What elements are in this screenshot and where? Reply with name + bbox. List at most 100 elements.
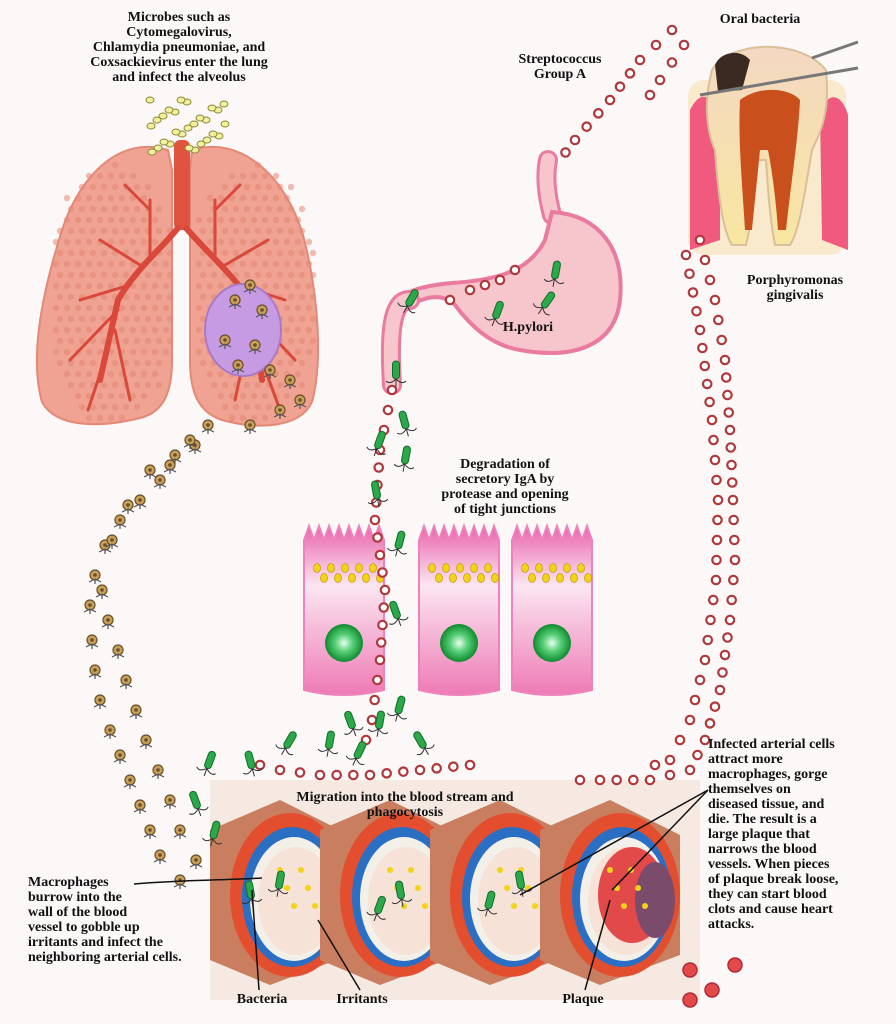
- degradation-label: Degradation of secretory IgA by protease…: [441, 457, 569, 517]
- bacterium-bead: [680, 249, 692, 261]
- bacterium-bead: [666, 57, 678, 68]
- infected-leader-1: [519, 789, 709, 896]
- plaque-fragment: [682, 992, 698, 1008]
- virus-particle: [85, 634, 99, 649]
- cell-nucleus: [325, 624, 363, 662]
- inhaled-microbe: [176, 96, 186, 104]
- microbes-label: Microbes such as Cytomegalovirus, Chlamy…: [90, 10, 268, 85]
- bacterium-bead: [377, 567, 388, 578]
- bacterium-bead: [704, 396, 715, 408]
- virus-particle: [121, 499, 135, 514]
- blood-vessel-series: [210, 780, 743, 1008]
- virus-particle: [263, 364, 277, 379]
- bacterium-bead: [707, 594, 719, 606]
- lung-texture: [52, 161, 317, 422]
- bacterium-bead: [644, 89, 656, 101]
- virus-particle: [153, 849, 167, 864]
- vessel-segment: [430, 800, 570, 985]
- bacterium-bead: [314, 769, 326, 781]
- h-pylori-bacterium: [385, 360, 407, 387]
- bacterium-bead: [694, 674, 706, 686]
- bacterium-bead: [650, 39, 662, 51]
- inhaled-microbe: [183, 124, 193, 132]
- virus-particle: [83, 599, 97, 614]
- virus-particle: [93, 694, 107, 709]
- bacterium-bead: [712, 514, 723, 526]
- bacterium-bead: [294, 767, 306, 778]
- virus-particle: [273, 404, 287, 419]
- virus-particle: [113, 749, 127, 764]
- h-pylori-bacterium: [202, 820, 223, 847]
- h-pylori-bacterium: [367, 480, 389, 507]
- bacterium-bead: [692, 749, 703, 761]
- cell-nucleus: [440, 624, 478, 662]
- bacterium-bead: [705, 614, 716, 626]
- bacterium-bead: [689, 694, 701, 706]
- bacterium-bead: [374, 549, 386, 561]
- inhaled-microbe: [195, 114, 205, 122]
- bacterium-bead: [694, 324, 706, 336]
- bacterium-bead: [374, 654, 386, 666]
- inhaled-microbe: [207, 104, 217, 112]
- bacterium-bead: [366, 714, 378, 726]
- h-pylori-bacterium: [391, 880, 413, 907]
- bacteria-leader: [251, 889, 260, 991]
- inhaled-microbe: [196, 140, 206, 148]
- callout-lines: [133, 789, 709, 991]
- virus-particle: [255, 304, 269, 319]
- virus-particle: [173, 874, 187, 889]
- bacterium-bead: [722, 632, 733, 643]
- virus-particle: [113, 514, 127, 529]
- bacterium-bead: [379, 584, 391, 596]
- virus-particle: [218, 334, 232, 349]
- bacterium-bead: [711, 474, 722, 486]
- macrophages-leader: [133, 877, 263, 885]
- virus-particle: [88, 569, 102, 584]
- bacterium-bead: [414, 764, 426, 776]
- virus-particle: [143, 464, 157, 479]
- bacterium-bead: [678, 39, 690, 51]
- bacterium-bead: [664, 754, 676, 766]
- microbe-symbols: [83, 96, 565, 922]
- bacterium-bead: [706, 414, 718, 426]
- h-pylori-bacterium: [397, 289, 419, 314]
- bacterium-bead: [724, 424, 736, 436]
- bacterium-bead: [674, 734, 686, 746]
- bacterium-bead: [728, 574, 739, 586]
- virus-particle: [123, 774, 137, 789]
- bacterium-bead: [726, 459, 737, 471]
- bacterium-bead: [699, 734, 711, 746]
- vessel-segment: [540, 800, 680, 985]
- h-pylori-bacterium: [393, 445, 415, 472]
- plaque-fragment: [682, 962, 698, 978]
- virus-particle: [95, 584, 109, 599]
- bacterium-bead: [699, 360, 711, 372]
- inhaled-microbe: [158, 112, 168, 120]
- bacterium-bead: [699, 654, 711, 666]
- bacteria-label: Bacteria: [236, 992, 288, 1007]
- bacterium-bead: [254, 759, 266, 771]
- bacterium-bead: [509, 264, 521, 276]
- inhaled-microbe: [189, 120, 199, 128]
- h-pylori-bacterium: [387, 530, 408, 557]
- virus-particle: [189, 854, 203, 869]
- inhaled-microbe: [153, 144, 163, 152]
- virus-particle: [283, 374, 297, 389]
- h-pylori-bacterium: [387, 695, 408, 722]
- virus-particle: [153, 474, 167, 489]
- bacterium-bead: [699, 254, 711, 266]
- h-pylori-bacterium: [511, 870, 533, 897]
- bacterium-bead: [726, 477, 738, 488]
- h-pylori-bacterium: [345, 741, 367, 766]
- bacterium-bead: [712, 494, 724, 506]
- virus-particle: [201, 419, 215, 434]
- virus-particle: [129, 704, 143, 719]
- bacterium-bead: [581, 121, 592, 132]
- bacterium-bead: [714, 684, 726, 696]
- virus-particle: [173, 824, 187, 839]
- bacterium-bead: [684, 268, 695, 280]
- bacterium-bead: [664, 769, 676, 781]
- left-lung: [35, 145, 173, 426]
- h-pylori-bacterium: [366, 895, 386, 922]
- plaque-fragment: [704, 982, 720, 998]
